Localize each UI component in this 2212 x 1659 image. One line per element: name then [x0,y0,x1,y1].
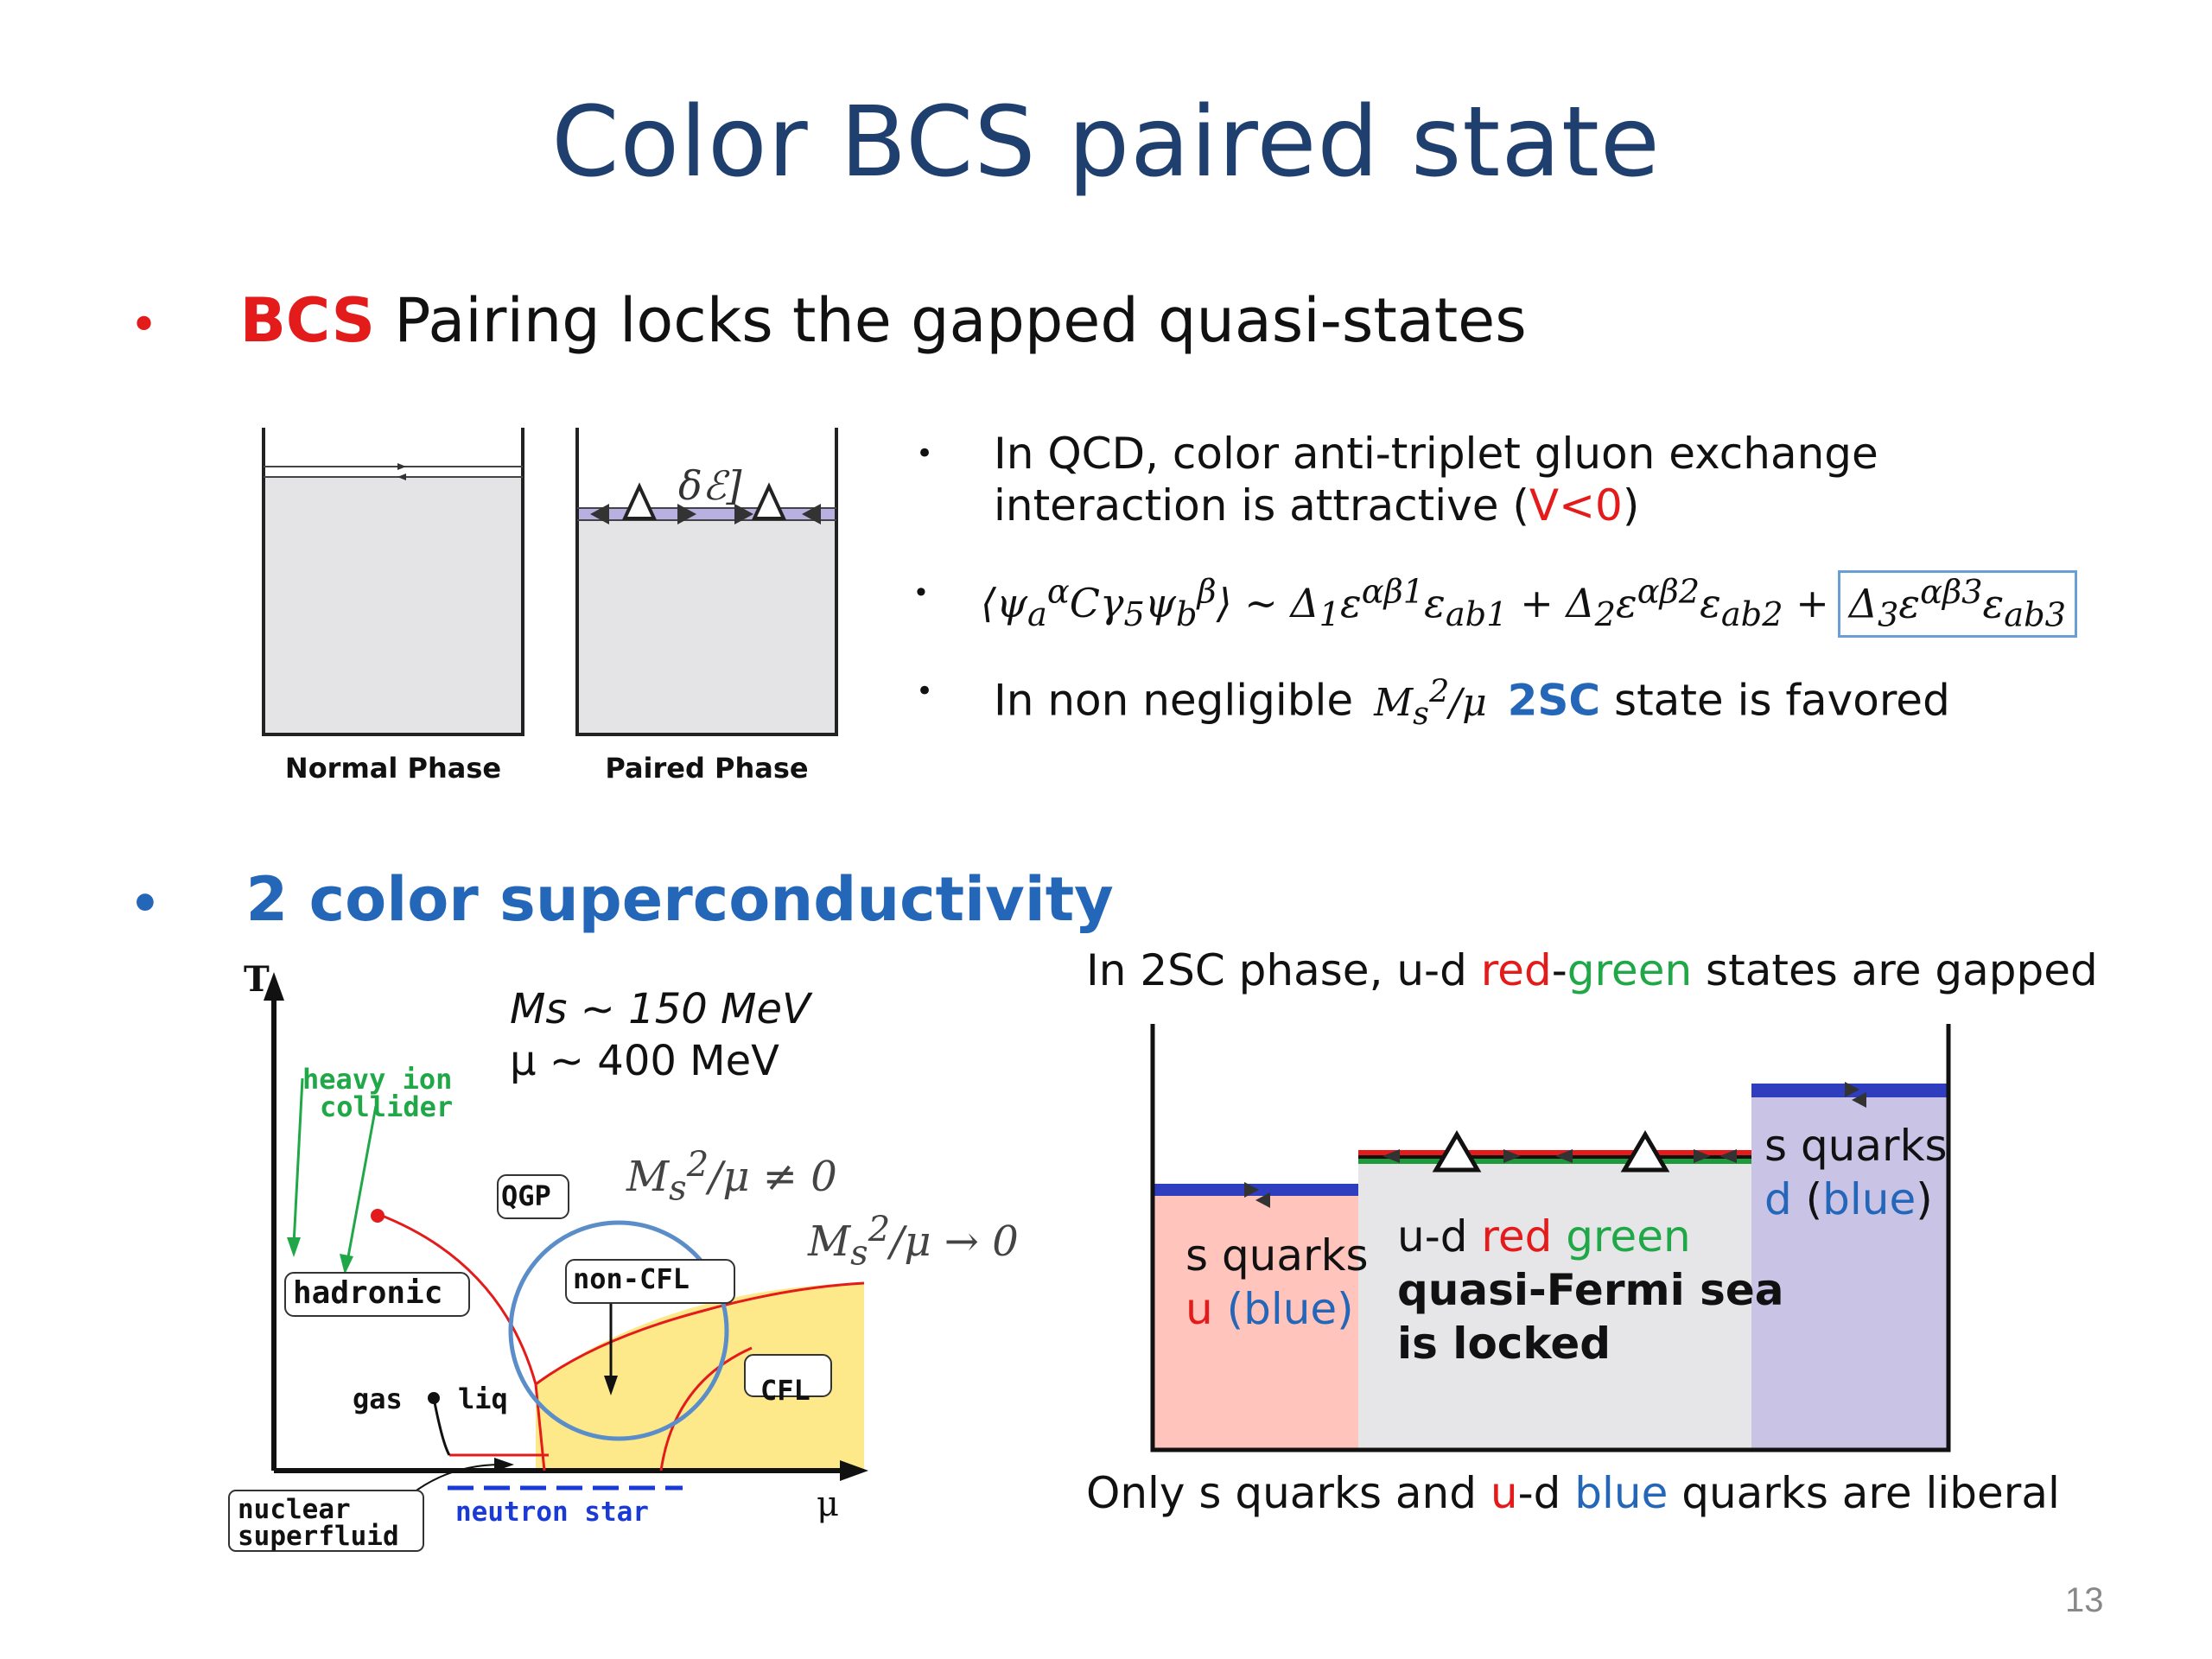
footer-red: u [1490,1468,1518,1518]
left-u: u [1185,1284,1213,1334]
cfl-label: CFL [760,1374,810,1407]
qcd-line-2-pre: interaction is attractive ( [994,480,1529,531]
footer-pre: Only s quarks and [1086,1468,1491,1518]
paired-phase-fill [577,520,836,734]
cfl-region [536,1283,864,1471]
gap-triangle-right [751,482,787,520]
locked-sea-text: u-d red green quasi-Fermi sea is locked [1397,1210,1784,1370]
neutron-star-label: neutron star [455,1497,649,1528]
u-blue-region [1153,1195,1358,1450]
2sc-footer: Only s quarks and u-d blue quarks are li… [1086,1466,2060,1520]
ms-value: Ms ~ 150 MeV [510,985,810,1033]
gap-triangle-left [621,482,658,520]
slide-title: Color BCS paired state [551,86,1661,199]
bullet-marker-2: • [130,876,161,932]
ms-neq-zero: Ms2/μ ≠ 0 [626,1145,837,1209]
right-d: d [1764,1174,1792,1224]
axis-mu-label: μ [817,1484,839,1524]
non-cfl-label: non-CFL [573,1262,690,1295]
footer-post: quarks are liberal [1668,1468,2060,1518]
bullet-2color-text: 2 color superconductivity [245,864,1114,935]
nuclear-line-1: nuclear [238,1494,351,1525]
v-less-zero: V<0 [1529,480,1623,531]
2sc-fermi-diagram [1150,1024,1951,1452]
axis-t-label: T [244,959,270,1000]
nonneg-pre: In non negligible [994,675,1354,726]
bullet-bcs-text: Pairing locks the gapped quasi-states [375,285,1527,356]
qcd-line-1: In QCD, color anti-triplet gluon exchang… [994,429,1878,479]
mid-locked: is locked [1397,1319,1611,1369]
mid-ud: u-d [1397,1211,1482,1262]
mid-green: green [1552,1211,1691,1262]
left-blue: (blue) [1212,1284,1354,1334]
bullet-2color: • 2 color superconductivity [130,864,1114,935]
qcd-line-2-post: ) [1622,480,1640,531]
right-blue: blue [1822,1174,1916,1224]
pairing-figure [262,428,838,736]
nonneg-post: state is favored [1614,675,1950,726]
right-quarks-text: s quarks d (blue) [1764,1119,1948,1226]
right-s-quarks: s quarks [1764,1121,1948,1171]
2sc-heading-green: green [1567,945,1693,995]
hadronic-label: hadronic [293,1275,443,1311]
bullet-bcs: • BCS Pairing locks the gapped quasi-sta… [130,285,1527,356]
nuclear-superfluid-label: nuclear superfluid [238,1497,399,1550]
paired-phase-box [575,428,838,736]
formula-main: ⟨ψaαCγ5ψbβ⟩ ~ Δ1εαβ1εab1 + Δ2εαβ2εab2 + [981,573,1829,635]
mid-quasi-fermi: quasi-Fermi sea [1397,1265,1784,1315]
bcs-highlight: BCS [239,285,376,356]
left-s-quarks: s quarks [1185,1230,1369,1281]
mu-value: μ ~ 400 MeV [510,1037,779,1085]
bullet-marker: • [130,297,159,353]
2sc-heading: In 2SC phase, u-d red-green states are g… [1086,944,2098,997]
heavy-ion-line-2: collider [320,1090,454,1123]
left-quarks-text: s quarks u (blue) [1185,1229,1369,1336]
heavy-ion-label: heavy ion collider [302,1065,453,1121]
side-bullet-qcd: • In QCD, color anti-triplet gluon excha… [916,429,1878,531]
formula-boxed-term: Δ3εαβ3εab3 [1837,570,2077,638]
liq-label: liq [458,1382,508,1415]
locked-region [1358,1162,1751,1450]
footer-dash: -d [1517,1468,1575,1518]
page-number: 13 [2065,1581,2104,1619]
mid-red: red [1481,1211,1553,1262]
gas-label: gas [353,1382,403,1415]
critical-point [371,1209,385,1223]
condensate-formula: ⟨ψaαCγ5ψbβ⟩ ~ Δ1εαβ1εab1 + Δ2εαβ2εab2 +Δ… [981,570,2077,638]
right-open: ( [1791,1174,1823,1224]
d-blue-region [1751,1084,1948,1450]
footer-blue: blue [1574,1468,1669,1518]
delta-e-label: δℰ] [678,462,742,509]
heavy-ion-line-1: heavy ion [302,1063,453,1096]
right-close: ) [1916,1174,1933,1224]
paired-phase-caption: Paired Phase [605,752,809,785]
2sc-heading-post: states are gapped [1692,945,2098,995]
normal-phase-box [262,428,524,736]
ms-to-zero: Ms2/μ → 0 [808,1210,1019,1274]
side-bullet-2sc: • In non negligible Ms2/μ 2SC state is f… [916,672,1950,732]
nuclear-line-2: superfluid [238,1521,399,1552]
ms-over-mu-math: Ms2/μ [1374,672,1487,732]
2sc-heading-red: red [1480,945,1552,995]
qcd-phase-diagram [228,972,868,1552]
2sc-heading-pre: In 2SC phase, u-d [1086,945,1481,995]
non-cfl-circle [508,1220,729,1441]
normal-phase-caption: Normal Phase [284,752,502,785]
2sc-highlight: 2SC [1507,675,1601,726]
2sc-heading-dash: - [1551,945,1567,995]
normal-phase-fill [264,477,523,734]
qgp-label: QGP [501,1179,551,1212]
